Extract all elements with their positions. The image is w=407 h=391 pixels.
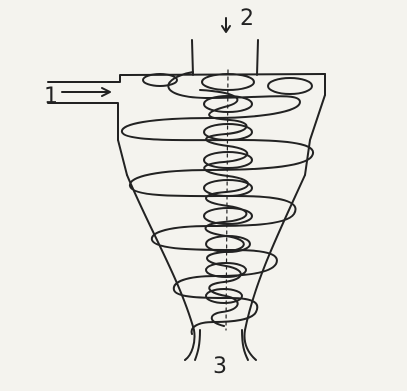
overflow-pipe-left-wall — [191, 39, 194, 76]
vortex-ring — [205, 262, 247, 278]
inlet-duct-bottom — [47, 102, 119, 141]
cone-left-wall — [126, 174, 196, 361]
inner-spiral — [199, 89, 250, 327]
vortex-ring — [203, 207, 253, 225]
cylinder-right-wall — [304, 94, 326, 176]
overflow-arrowhead — [221, 25, 231, 33]
overflow-pipe-right-wall — [256, 39, 259, 76]
vortex-ring — [203, 151, 253, 169]
label-inlet: 1 — [44, 84, 58, 109]
central-axis — [225, 69, 229, 331]
top-oval-right — [267, 77, 313, 95]
cone-right-wall — [243, 174, 306, 361]
vortex-ring — [205, 288, 243, 304]
inlet-arrowhead — [101, 87, 111, 97]
label-overflow-outlet: 2 — [240, 6, 254, 31]
underflow-outlet-right — [241, 329, 249, 361]
head-oval-center — [201, 73, 255, 91]
vortex-ring — [203, 179, 253, 197]
cylinder-left-wall — [117, 139, 128, 176]
label-underflow-outlet: 3 — [213, 354, 227, 379]
vortex-ring — [205, 235, 251, 253]
top-oval-left — [142, 73, 178, 87]
underflow-outlet-left — [194, 329, 201, 361]
